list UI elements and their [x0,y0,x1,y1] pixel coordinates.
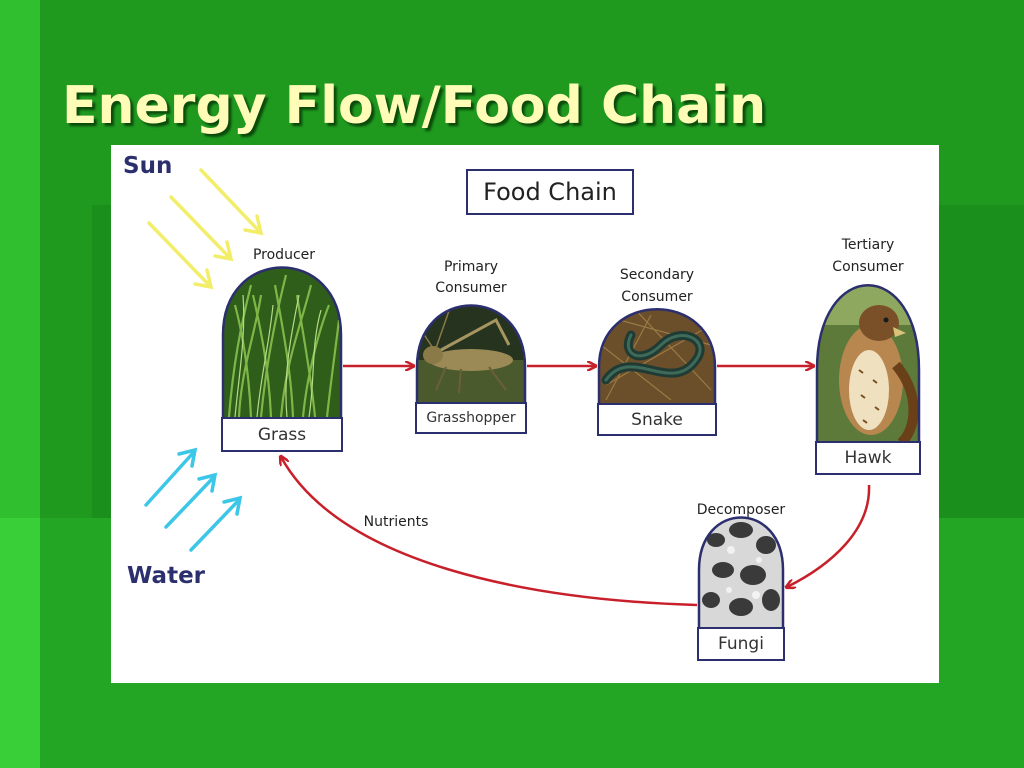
water-arrow-1-head [177,447,198,468]
sun-arrows [147,168,264,290]
hawk-name-box: Hawk [815,441,921,475]
grasshopper-frame [415,304,527,405]
hawk-frame [815,284,921,443]
decomposer-role-label: Decomposer [696,502,786,518]
water-label: Water [127,563,206,589]
arrow-fungi-to-grass [281,457,698,607]
water-arrow-3 [189,499,240,552]
hawk-image [817,285,919,443]
sun-label: Sun [123,153,173,179]
food-chain-arrows [281,366,871,607]
tertiary-consumer-role-line1: Tertiary [841,237,895,253]
diagram-title: Food Chain [466,169,634,215]
diagram-graphics [144,168,921,630]
arrow-hawk-to-fungi [787,484,871,587]
grass-image [223,267,341,417]
tertiary-consumer-role-line2: Consumer [832,259,904,275]
slide-title: Energy Flow/Food Chain [62,76,767,136]
grass-frame [221,266,343,417]
sun-ray-3-head [193,268,214,290]
fungi-image [699,517,783,630]
primary-consumer-role-line2: Consumer [435,280,507,296]
nutrients-label: Nutrients [363,514,429,530]
sun-ray-1-head [243,214,264,236]
water-arrow-2 [164,476,215,529]
secondary-consumer-role-line2: Consumer [621,289,693,305]
snake-image [599,309,715,405]
secondary-consumer-role-line1: Secondary [619,267,695,283]
fungi-frame [697,516,785,630]
food-chain-diagram: Sun Water Food Chain Producer Grass Prim… [111,145,939,683]
grass-name-box: Grass [221,417,343,452]
snake-frame [597,308,717,405]
grasshopper-image [417,305,525,405]
sun-ray-3 [147,221,211,287]
water-arrow-1 [144,451,195,507]
grasshopper-name-box: Grasshopper [415,402,527,434]
water-arrows [144,447,243,552]
snake-name-box: Snake [597,403,717,436]
sun-ray-2 [169,195,231,259]
producer-role-label: Producer [252,247,316,263]
primary-consumer-role-line1: Primary [443,259,499,275]
slide-background-accent-corner [0,518,40,768]
sun-ray-1 [199,168,261,233]
water-arrow-2-head [197,472,218,493]
fungi-name-box: Fungi [697,627,785,661]
water-arrow-3-head [222,495,243,516]
sun-ray-2-head [213,240,234,262]
